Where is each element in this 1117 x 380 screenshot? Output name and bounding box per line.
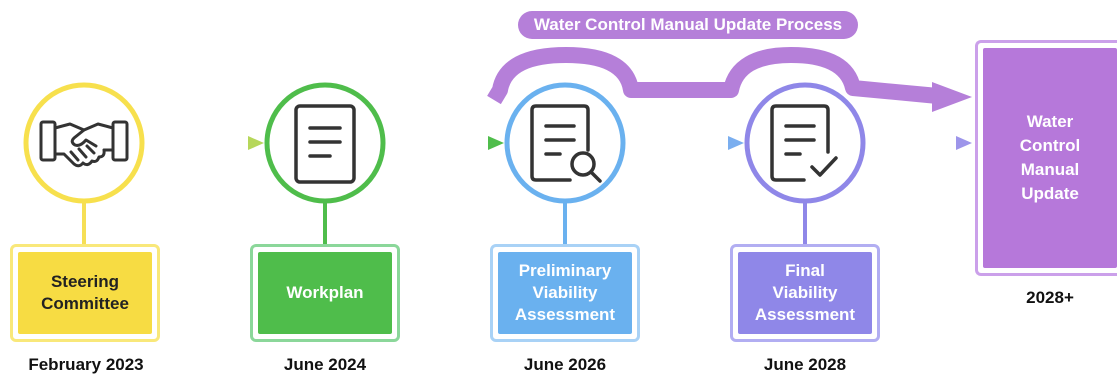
document-icon (294, 104, 356, 184)
document-search-icon (530, 104, 602, 183)
milestone-date: June 2028 (763, 355, 847, 374)
process-arrow-head (932, 82, 972, 112)
process-banner: Water Control Manual Update Process (518, 11, 858, 39)
connector-1-head (248, 136, 264, 150)
connector-2-head (488, 136, 504, 150)
milestone-circle-4 (744, 82, 866, 204)
connector-3-head (728, 136, 744, 150)
process-arrow (487, 47, 939, 105)
handshake-icon (39, 120, 129, 168)
milestone-date: June 2024 (283, 355, 367, 374)
milestone-circle-3 (504, 82, 626, 204)
document-check-icon (770, 104, 838, 182)
connector-4-head (956, 136, 972, 150)
milestone-date: February 2023 (28, 355, 144, 374)
milestone-box-workplan: Workplan (250, 244, 400, 342)
milestone-date: June 2026 (523, 355, 607, 374)
final-date: 2028+ (1026, 288, 1074, 307)
milestone-label: Workplan (258, 252, 392, 334)
